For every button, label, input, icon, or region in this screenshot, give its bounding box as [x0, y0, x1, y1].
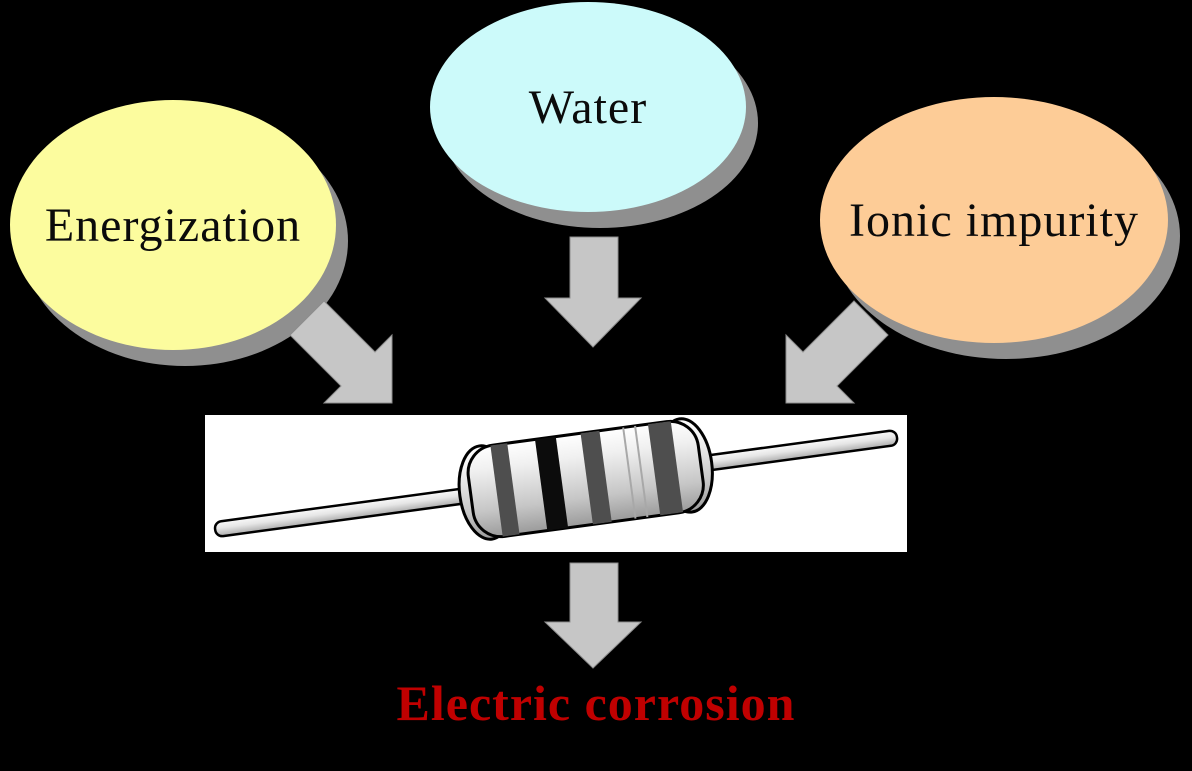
cause-label-ionic-impurity: Ionic impurity [849, 193, 1139, 247]
cause-ellipse-ionic-impurity: Ionic impurity [820, 97, 1168, 343]
arrow-ionic-to-resistor-icon [785, 300, 889, 404]
cause-label-water: Water [528, 80, 648, 134]
arrow-water-to-resistor-icon [543, 236, 643, 348]
resistor-icon [213, 417, 899, 541]
arrow-resistor-to-result-icon [543, 562, 643, 669]
arrow-energization-to-resistor-icon [289, 300, 393, 404]
cause-label-energization: Energization [44, 198, 302, 252]
cause-ellipse-water: Water [430, 2, 746, 212]
component-panel [205, 415, 907, 552]
cause-ellipse-energization: Energization [10, 100, 336, 350]
result-label: Electric corrosion [396, 675, 796, 731]
